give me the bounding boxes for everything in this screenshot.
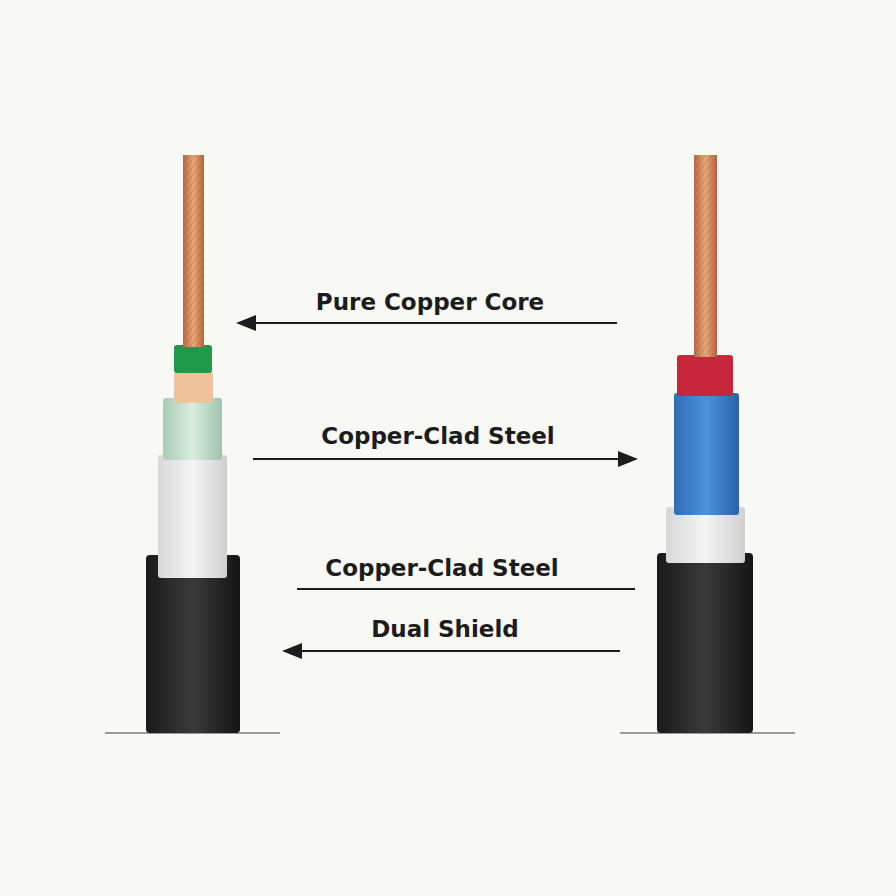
part-label: Pure Copper Core — [316, 290, 544, 315]
part-label: Copper-Clad Steel — [321, 424, 555, 449]
left-cable — [105, 155, 280, 733]
part-label: Dual Shield — [371, 617, 519, 642]
part-label: Copper-Clad Steel — [325, 556, 559, 581]
right-cable — [620, 155, 795, 733]
leader-lines — [236, 315, 638, 659]
